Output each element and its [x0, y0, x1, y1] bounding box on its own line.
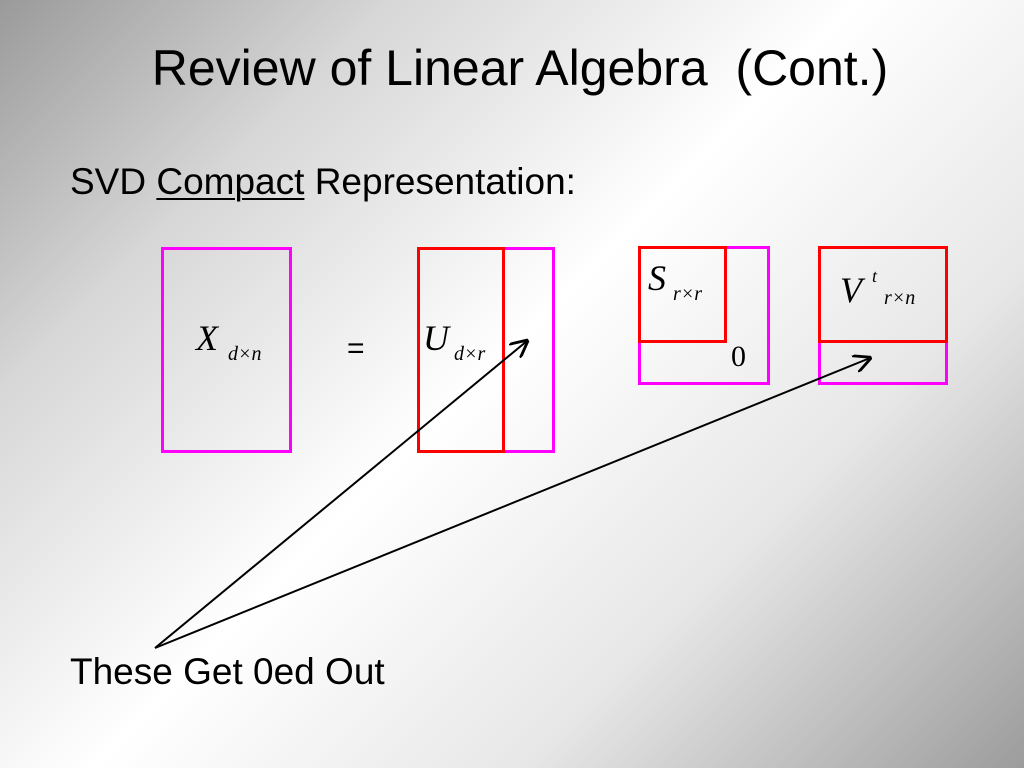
u-symbol: U: [423, 318, 449, 358]
x-subscript: d×n: [228, 343, 262, 365]
s-compact-block: [638, 246, 727, 343]
section-heading: SVD Compact Representation:: [70, 160, 576, 204]
zero-label: 0: [731, 340, 746, 373]
arrow-to-vt-rows: [154, 358, 870, 649]
vt-compact-block: [818, 246, 948, 343]
s-symbol: S: [648, 258, 666, 298]
slide-title: Review of Linear Algebra (Cont.): [151, 40, 889, 96]
heading-underlined-word: Compact: [156, 161, 305, 202]
heading-prefix: SVD: [70, 161, 157, 202]
u-subscript: d×r: [454, 343, 486, 365]
s-subscript: r×r: [673, 283, 703, 305]
heading-suffix: Representation:: [304, 161, 576, 202]
v-superscript: t: [872, 266, 878, 286]
equals-sign: =: [347, 332, 365, 365]
x-symbol: X: [196, 318, 218, 358]
caption-text: These Get 0ed Out: [70, 651, 385, 692]
u-compact-block: [417, 247, 505, 453]
x-matrix-box: [161, 247, 292, 453]
v-symbol: V: [840, 270, 862, 310]
arrow-to-u-columns: [154, 341, 527, 649]
v-subscript: r×n: [884, 287, 916, 309]
